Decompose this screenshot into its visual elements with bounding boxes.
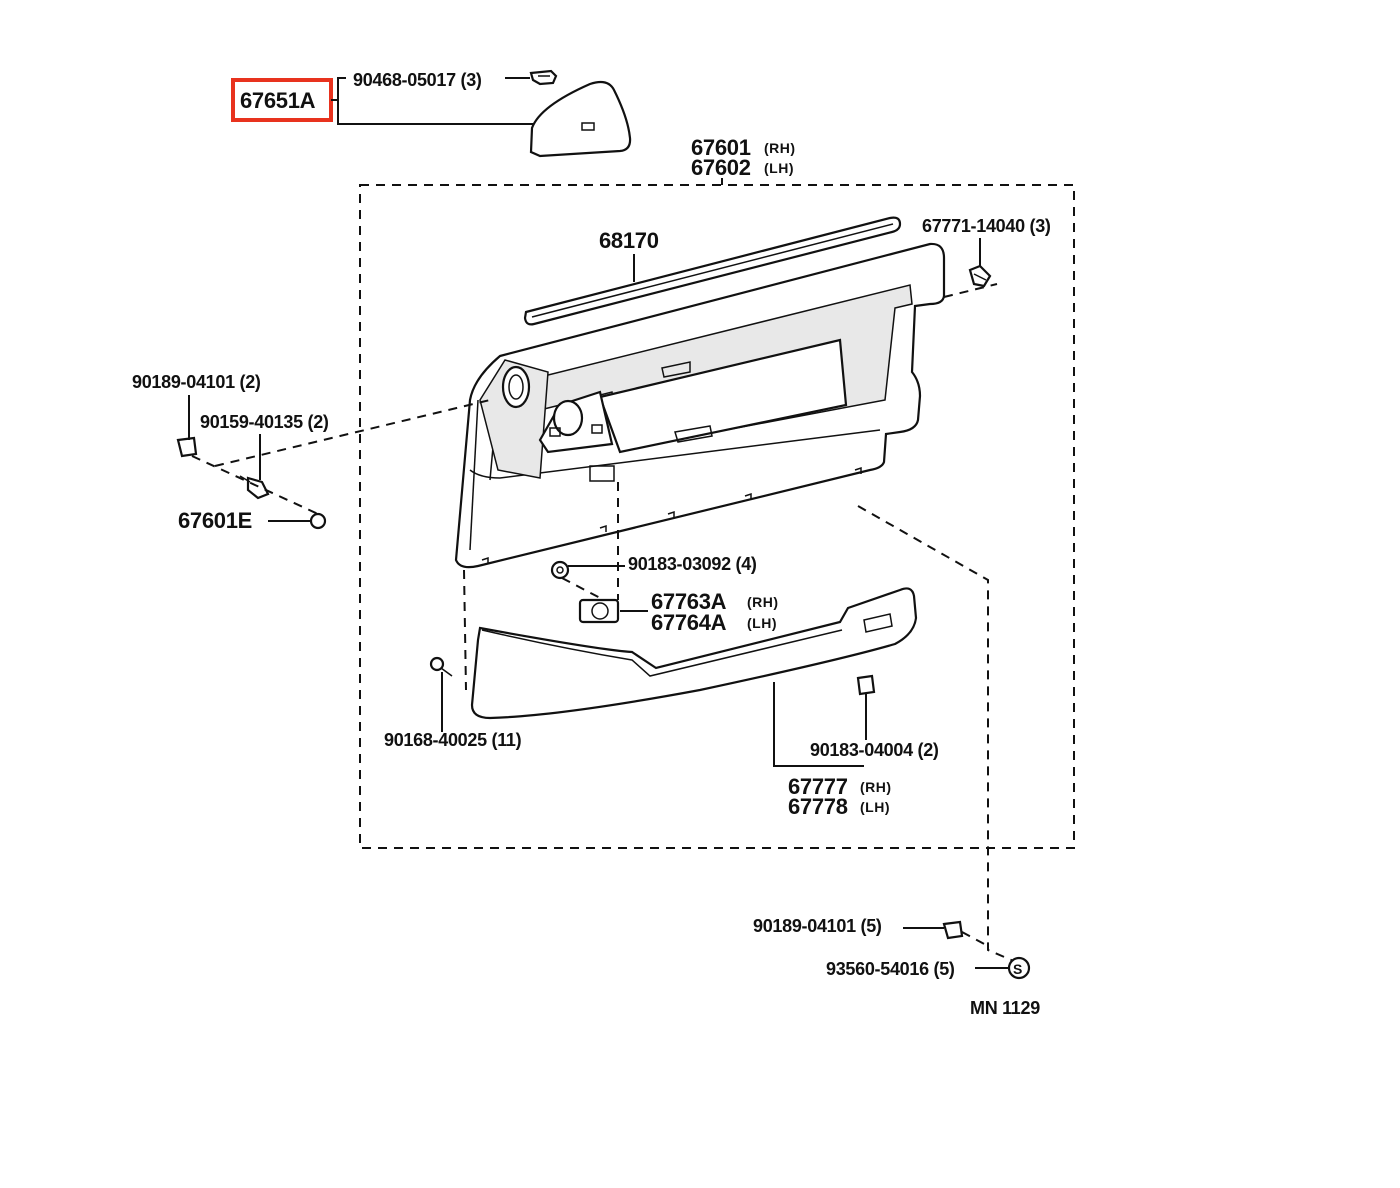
assembly-boundary [359,184,1075,849]
label-93560-54016[interactable]: 93560-54016 (5) [826,959,955,979]
catalog-ref: MN 1129 [970,998,1040,1018]
label-67602[interactable]: 67602 [691,155,751,180]
screw-90168-icon [429,656,453,677]
screw-93560-icon: S [1007,956,1031,980]
label-68170[interactable]: 68170 [599,228,659,253]
label-67764A[interactable]: 67764A [651,610,727,635]
nut-90189-b-icon [942,920,964,940]
door-trim-board-icon [454,242,946,569]
nut-90183-a-icon [550,560,570,580]
svg-text:S: S [1013,961,1022,977]
dashline-left-upper [214,399,491,467]
clip-90468-icon [529,69,558,86]
label-67651A[interactable]: 67651A [240,88,316,113]
label-67771-14040[interactable]: 67771-14040 (3) [922,216,1051,236]
screw-90159-icon [239,475,270,500]
dashline-left-lower [191,455,319,515]
cover-67651A-icon [529,80,632,158]
label-90189-04101-a[interactable]: 90189-04101 (2) [132,372,261,392]
label-67763A[interactable]: 67763A [651,589,727,614]
label-67763A-side: (RH) [747,594,779,610]
label-67778-side: (LH) [860,799,890,815]
switch-base-67763A-icon [578,598,620,624]
dashline-bottom-right [857,505,1017,963]
label-90159-40135[interactable]: 90159-40135 (2) [200,412,329,432]
nut-90189-a-icon [176,436,198,458]
weatherstrip-68170-icon [523,216,902,326]
label-90183-03092[interactable]: 90183-03092 (4) [628,554,757,574]
dashline-90189-b [961,931,989,947]
label-67778[interactable]: 67778 [788,794,848,819]
dashline-67771 [943,283,998,298]
label-90189-04101-b[interactable]: 90189-04101 (5) [753,916,882,936]
label-67602-side: (LH) [764,160,794,176]
cap-67601E-icon [309,512,327,530]
label-67601E[interactable]: 67601E [178,508,252,533]
label-67601[interactable]: 67601 [691,135,751,160]
dashline-90183-a-2 [561,577,605,601]
leader-67651A [331,77,534,125]
label-90183-04004[interactable]: 90183-04004 (2) [810,740,939,760]
label-90168-40025[interactable]: 90168-40025 (11) [384,730,522,750]
label-67777[interactable]: 67777 [788,774,848,799]
door-pocket-67777-icon [470,587,918,720]
label-67777-side: (RH) [860,779,892,795]
clip-90183-b-icon [856,674,876,696]
label-67764A-side: (LH) [747,615,777,631]
clip-67771-icon [968,264,992,288]
label-67601-side: (RH) [764,140,796,156]
leader-67777 [773,682,864,767]
label-90468-05017[interactable]: 90468-05017 (3) [353,70,482,90]
dashline-pocket-left [463,569,467,691]
